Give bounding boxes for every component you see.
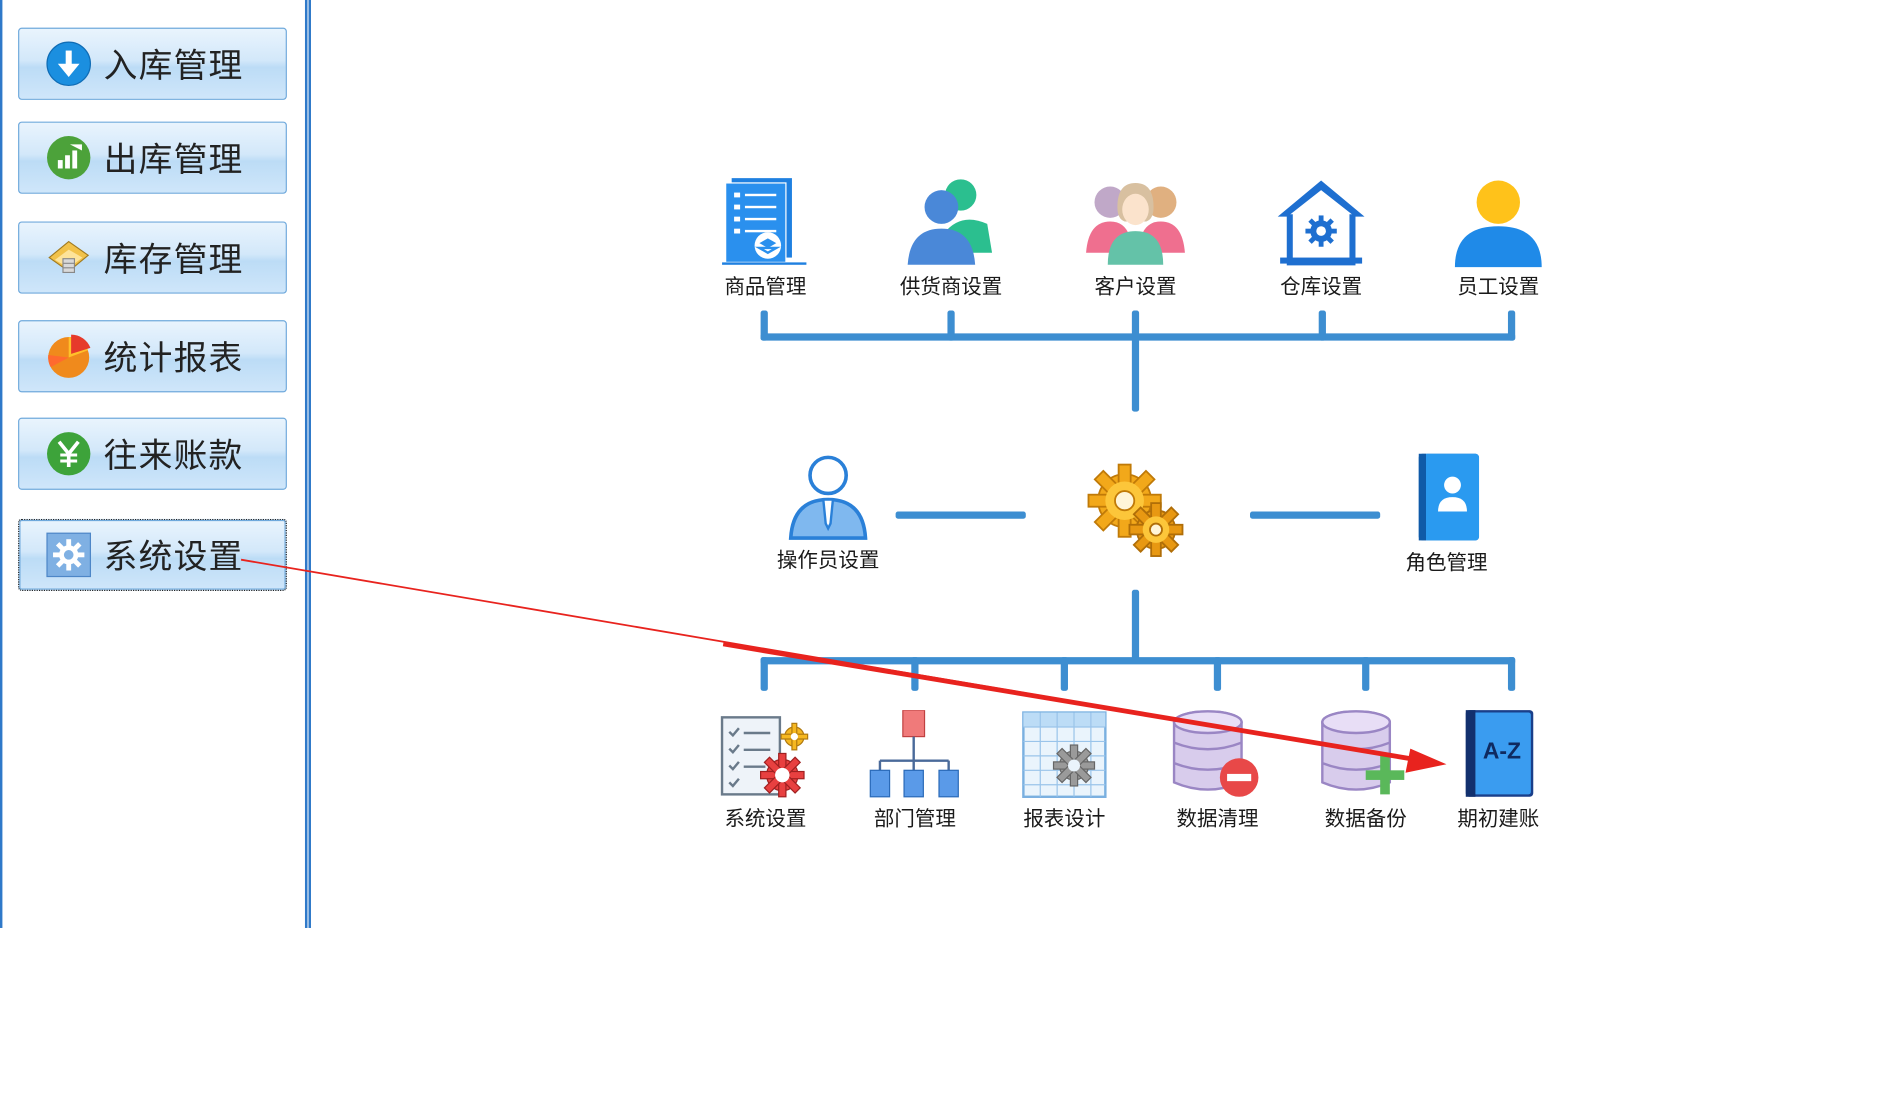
connector-line bbox=[1213, 657, 1222, 691]
node-warehouse-settings[interactable]: 仓库设置 bbox=[1249, 176, 1394, 300]
system-settings-diagram: 商品管理 供货商设置 客户设置 仓库设置 bbox=[240, 176, 1571, 832]
node-caption: 数据清理 bbox=[1176, 807, 1259, 832]
node-opening-accounts[interactable]: A-Z 期初建账 bbox=[1426, 708, 1571, 832]
bar-chart-circle-icon bbox=[46, 135, 92, 181]
nav-button-label: 系统设置 bbox=[103, 536, 244, 577]
nav-button-reports[interactable]: 统计报表 bbox=[18, 320, 287, 393]
node-department-management[interactable]: 部门管理 bbox=[843, 710, 988, 832]
connector-line bbox=[760, 310, 768, 341]
connector-line bbox=[1249, 511, 1381, 519]
node-product-management[interactable]: 商品管理 bbox=[693, 176, 838, 300]
pie-chart-icon bbox=[46, 333, 92, 379]
connector-line bbox=[1507, 657, 1516, 691]
org-chart-icon bbox=[869, 710, 959, 798]
nav-button-label: 往来账款 bbox=[103, 435, 244, 476]
node-system-settings[interactable]: 系统设置 bbox=[693, 710, 838, 832]
node-caption: 角色管理 bbox=[1405, 551, 1488, 576]
connector-line bbox=[1060, 657, 1068, 691]
connector-line bbox=[1131, 589, 1140, 662]
node-caption: 报表设计 bbox=[1023, 807, 1106, 832]
node-employee-settings[interactable]: 员工设置 bbox=[1426, 176, 1571, 300]
node-caption: 商品管理 bbox=[724, 275, 807, 300]
node-caption: 客户设置 bbox=[1094, 275, 1177, 300]
nav-button-label: 统计报表 bbox=[103, 338, 244, 378]
nav-button-label: 出库管理 bbox=[103, 139, 244, 180]
nav-button-system-settings[interactable]: 系统设置 bbox=[18, 518, 287, 591]
connector-line bbox=[1507, 310, 1516, 341]
node-data-cleanup[interactable]: 数据清理 bbox=[1145, 710, 1290, 832]
nav-button-inventory[interactable]: 库存管理 bbox=[18, 221, 287, 294]
nav-button-label: 库存管理 bbox=[103, 239, 244, 280]
nav-button-accounts[interactable]: 往来账款 bbox=[18, 417, 287, 490]
nav-button-label: 入库管理 bbox=[103, 45, 244, 86]
report-grid-icon bbox=[1022, 711, 1107, 798]
node-role-management[interactable]: 角色管理 bbox=[1374, 451, 1519, 575]
connector-line bbox=[947, 310, 955, 341]
employee-icon bbox=[1454, 180, 1542, 268]
connector-line bbox=[895, 511, 1026, 519]
gear-icon bbox=[46, 532, 92, 578]
connector-line bbox=[1362, 657, 1370, 691]
yen-circle-icon bbox=[46, 431, 92, 477]
annotation-arrow bbox=[240, 558, 1447, 773]
node-customer-settings[interactable]: 客户设置 bbox=[1063, 176, 1208, 300]
sidebar: 入库管理 出库管理 库存管理 统计报表 往来账款 系统设置 bbox=[0, 0, 307, 928]
connector-line bbox=[760, 657, 1516, 665]
node-data-backup[interactable]: 数据备份 bbox=[1293, 710, 1438, 832]
database-minus-icon bbox=[1172, 710, 1259, 797]
role-book-icon bbox=[1418, 453, 1480, 541]
arrow-down-circle-icon bbox=[46, 41, 92, 87]
node-caption: 部门管理 bbox=[873, 807, 956, 832]
sidebar-left-border bbox=[0, 0, 3, 928]
database-plus-icon bbox=[1321, 710, 1405, 795]
connector-line bbox=[1318, 310, 1326, 341]
node-operator-settings[interactable]: 操作员设置 bbox=[756, 451, 901, 573]
node-caption: 员工设置 bbox=[1457, 275, 1540, 300]
nav-button-stock-out[interactable]: 出库管理 bbox=[18, 121, 287, 194]
node-caption: 数据备份 bbox=[1324, 807, 1407, 832]
connector-line bbox=[760, 657, 768, 691]
warehouse-gear-icon bbox=[1277, 180, 1365, 266]
document-list-icon bbox=[722, 178, 807, 265]
nav-button-stock-in[interactable]: 入库管理 bbox=[18, 27, 287, 100]
users-icon bbox=[907, 179, 993, 265]
warehouse-box-icon bbox=[46, 235, 92, 281]
svg-text:A-Z: A-Z bbox=[1483, 737, 1521, 763]
sidebar-divider bbox=[304, 0, 311, 928]
node-supplier-settings[interactable]: 供货商设置 bbox=[879, 176, 1024, 300]
node-caption: 系统设置 bbox=[724, 807, 807, 832]
node-caption: 供货商设置 bbox=[899, 275, 1003, 300]
node-caption: 操作员设置 bbox=[776, 548, 880, 573]
gears-icon bbox=[1063, 460, 1208, 564]
customers-icon bbox=[1086, 182, 1185, 265]
connector-line bbox=[1131, 310, 1140, 412]
node-report-design[interactable]: 报表设计 bbox=[992, 710, 1137, 832]
node-caption: 期初建账 bbox=[1457, 807, 1540, 832]
node-caption: 仓库设置 bbox=[1280, 275, 1363, 300]
operator-icon bbox=[788, 455, 868, 540]
az-book-icon: A-Z bbox=[1465, 710, 1534, 797]
settings-doc-icon bbox=[720, 716, 809, 798]
